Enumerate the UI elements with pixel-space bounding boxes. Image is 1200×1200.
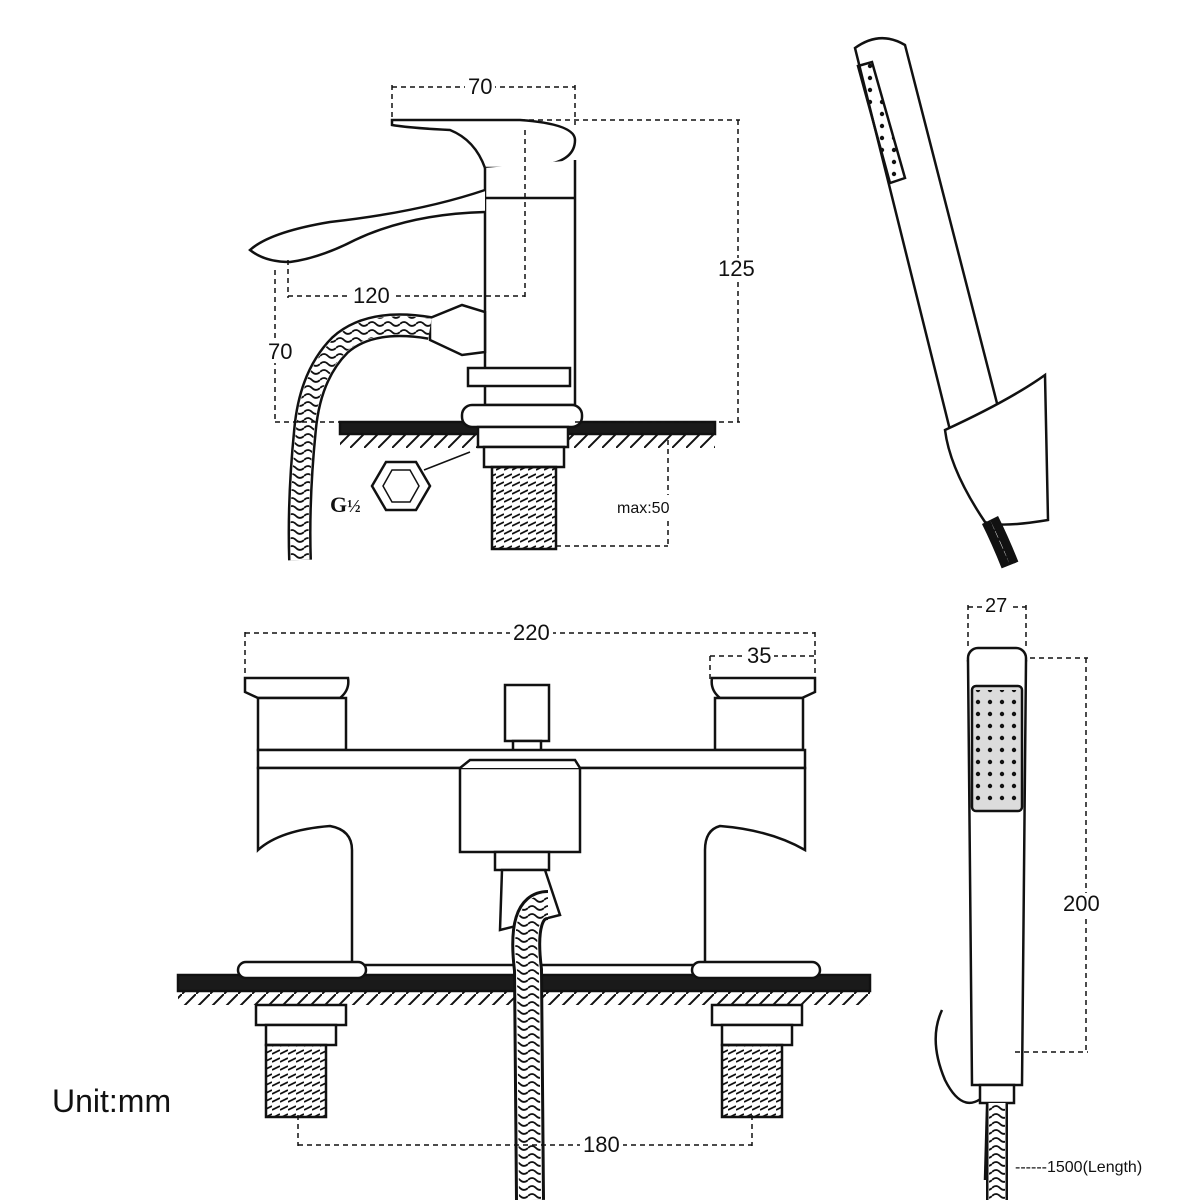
dim-handset-length: 200 (1060, 893, 1103, 915)
dim-max-deck-text: max:50 (617, 500, 670, 517)
dim-spout-reach: 120 (350, 285, 393, 307)
dim-max-deck: max:50 (614, 495, 673, 517)
thread-fraction: ½ (347, 496, 361, 516)
dim-total-height: 125 (715, 258, 758, 280)
dim-hose-length: ------1500(Length) (1012, 1160, 1146, 1176)
dim-tap-centres: 180 (580, 1134, 623, 1156)
handset-front-view (934, 646, 1028, 1200)
side-spout (248, 188, 486, 264)
dim-side-handle-width: 70 (465, 76, 496, 98)
dim-front-handle-width: 35 (744, 645, 775, 667)
thread-size-label: G½ (330, 492, 361, 518)
dim-overall-width: 220 (510, 622, 553, 644)
front-hose (511, 890, 550, 1200)
dim-handset-head-width: 27 (982, 596, 1011, 616)
thread-letter: G (330, 492, 348, 517)
dim-spout-height: 70 (265, 341, 296, 363)
handset-side-view (853, 37, 1050, 569)
front-dimension-lines (244, 632, 816, 1146)
unit-label: Unit:mm (52, 1083, 172, 1119)
side-view-mixer (248, 118, 717, 561)
hex-nut (370, 460, 432, 512)
side-lever (390, 118, 577, 170)
